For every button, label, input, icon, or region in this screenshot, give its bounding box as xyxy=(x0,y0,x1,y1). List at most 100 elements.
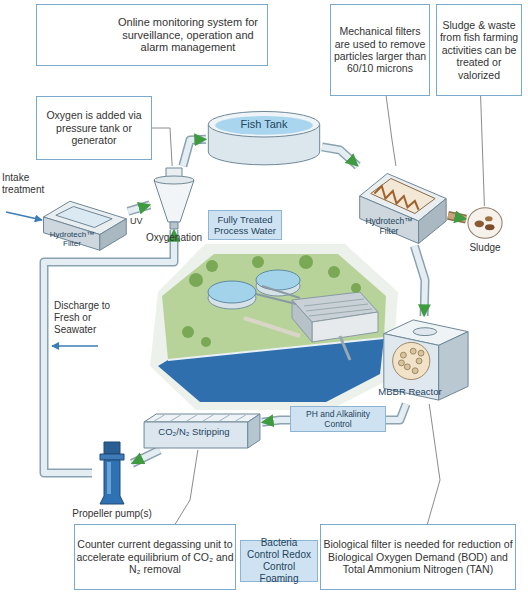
pipe-wall xyxy=(414,246,425,316)
sludge-lump xyxy=(485,216,493,221)
filter-unit: Hydrotech™ Filter xyxy=(40,196,128,252)
callout-text: Online monitoring system for surveillanc… xyxy=(115,16,261,55)
callout-text: Biological filter is needed for reductio… xyxy=(321,538,515,575)
unit-label: Fish Tank xyxy=(206,118,322,131)
sludge-dish xyxy=(468,208,502,239)
callout-text: Mechanical filters are used to remove pa… xyxy=(331,25,429,75)
cone-rim xyxy=(154,176,194,184)
water xyxy=(158,338,384,402)
plain-label: Discharge to Fresh or Seawater xyxy=(54,300,128,335)
callout-text: Fully Treated Process Water xyxy=(212,214,278,236)
sludge-lump xyxy=(485,224,495,230)
biofilm-carrier xyxy=(410,348,416,354)
callout-text: Bacteria Control Redox Control Foaming xyxy=(244,537,314,584)
biofilm-carrier xyxy=(400,352,406,358)
leader-line xyxy=(481,96,485,206)
callout-box: Biological filter is needed for reductio… xyxy=(320,524,516,590)
callout-text: Counter current degassing unit to accele… xyxy=(75,538,235,575)
pipe-wall xyxy=(322,147,358,166)
pipe-bore xyxy=(448,215,466,219)
callout-box: Sludge & waste from fish farming activit… xyxy=(436,4,522,96)
plain-label: Intake treatment xyxy=(2,172,52,196)
info-box: PH and Alkalinity Control xyxy=(290,406,386,432)
tree xyxy=(189,273,203,287)
unit-label: MBBR Reactor xyxy=(376,386,444,397)
callout-box: Online monitoring system for surveillanc… xyxy=(36,4,268,66)
walkway xyxy=(244,318,300,336)
unit-label: Hydrotech™ Filter xyxy=(358,216,420,236)
pump-body xyxy=(100,460,124,504)
process-pipe xyxy=(183,139,206,166)
pipe-bore xyxy=(132,450,160,463)
filter-drum xyxy=(56,207,112,228)
tank-outline xyxy=(206,108,322,166)
pump-flange xyxy=(100,454,124,460)
pipe-wall xyxy=(448,215,466,219)
reactor-side xyxy=(439,332,468,400)
stripper-vents xyxy=(154,415,246,421)
oxygen-cone xyxy=(154,180,194,222)
biofilm-carrier xyxy=(416,358,422,364)
leader-line xyxy=(175,450,198,524)
callout-text: Sludge & waste from fish farming activit… xyxy=(437,19,521,81)
intake-arrow xyxy=(6,212,42,220)
stripper-side xyxy=(248,414,260,448)
biofilm-carrier xyxy=(404,364,410,370)
leader-line xyxy=(386,96,396,166)
process-pipe xyxy=(414,246,425,316)
tree xyxy=(206,260,218,272)
filter-outline xyxy=(40,196,128,252)
filter-side xyxy=(100,219,126,251)
unit-label: CO₂/N₂ Stripping xyxy=(144,426,244,437)
tank-unit: Fish Tank xyxy=(206,108,322,166)
shoreline xyxy=(168,338,384,360)
process-pipe xyxy=(322,147,358,166)
unit-label: Propeller pump(s) xyxy=(62,508,162,520)
pipe-bore xyxy=(322,147,358,166)
leader-line xyxy=(152,128,172,166)
tree xyxy=(252,256,264,268)
callout-box: Mechanical filters are used to remove pa… xyxy=(330,4,430,96)
roof-lines xyxy=(304,299,372,316)
cone-outline xyxy=(150,166,198,230)
pipe-wall xyxy=(128,205,150,211)
hexagon-backdrop xyxy=(150,244,398,410)
strip-unit: CO₂/N₂ Stripping xyxy=(140,410,262,450)
tree xyxy=(328,266,340,278)
pipe-bore xyxy=(414,246,425,316)
pump-unit: Propeller pump(s) xyxy=(92,440,132,506)
mbbr-unit: MBBR Reactor xyxy=(374,316,472,404)
sludge-outline xyxy=(466,206,504,240)
leader-path xyxy=(427,404,440,524)
pump-outline xyxy=(92,440,132,506)
pipe-wall xyxy=(132,450,160,463)
unit-label: Oxygenation xyxy=(134,232,214,244)
discharge-arrow xyxy=(52,345,98,347)
round-tank xyxy=(208,281,256,303)
site-pipes xyxy=(256,286,300,304)
tree xyxy=(182,326,194,338)
callout-text: Oxygen is added via pressure tank or gen… xyxy=(37,109,151,146)
leader-path xyxy=(175,450,198,524)
pump-motor xyxy=(104,442,120,454)
info-box: Bacteria Control Redox Control Foaming xyxy=(240,540,318,582)
pipe-bore xyxy=(128,205,150,211)
leader-line xyxy=(427,404,440,524)
tree xyxy=(351,283,361,293)
plant-illustration xyxy=(150,244,398,410)
process-pipe xyxy=(448,215,466,219)
biofilm-carrier xyxy=(399,360,405,366)
stripper-front xyxy=(144,422,248,448)
outfall-pipe xyxy=(340,336,350,360)
tree xyxy=(299,255,313,269)
callout-text: PH and Alkalinity Control xyxy=(294,409,382,429)
reactor-window xyxy=(393,342,430,379)
filter-outline xyxy=(356,166,448,246)
stripper-top xyxy=(144,414,260,422)
pipe-bore xyxy=(183,139,206,166)
callout-box: Counter current degassing unit to accele… xyxy=(74,524,236,590)
filter-drum xyxy=(371,179,435,214)
info-box: Fully Treated Process Water xyxy=(208,210,282,240)
filter-unit: Hydrotech™ Filter xyxy=(356,166,448,246)
